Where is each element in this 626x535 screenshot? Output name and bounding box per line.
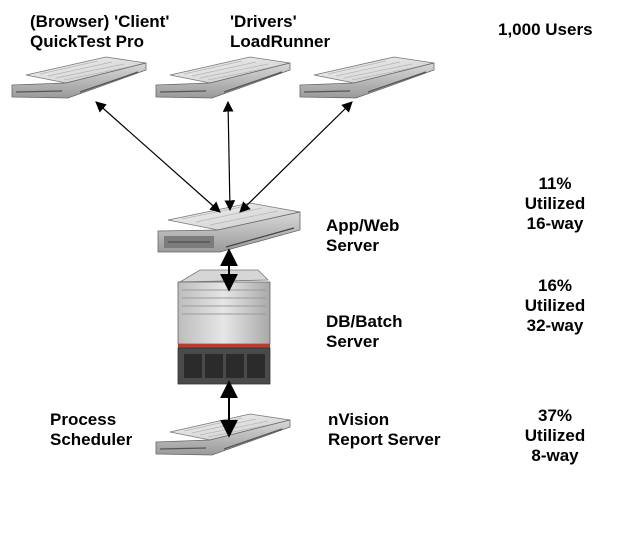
report-cores: 8-way [531, 446, 579, 465]
db-batch-cores: 32-way [526, 316, 584, 335]
app-web-line2: Server [326, 236, 379, 255]
db-batch-utilization: 16% Utilized 32-way [510, 276, 600, 336]
report-util-pct: 37% [537, 406, 573, 425]
connection-arrows [95, 100, 353, 438]
arrow-client3-appweb [239, 101, 353, 213]
nvision-line1: nVision [328, 410, 390, 429]
client-server-2-icon [155, 56, 291, 99]
arrow-client2-appweb [222, 100, 236, 212]
report-server-icon [155, 413, 291, 456]
app-web-cores: 16-way [526, 214, 584, 233]
app-web-util-word: Utilized [524, 194, 586, 213]
db-batch-server-icon [177, 269, 271, 385]
drivers-line1: 'Drivers' [230, 12, 297, 31]
nvision-report-server-label: nVision Report Server [328, 410, 440, 450]
app-web-server-icon [157, 202, 301, 253]
drivers-line2: LoadRunner [230, 32, 331, 51]
app-web-line1: App/Web [326, 216, 400, 235]
client-server-1-icon [11, 56, 147, 99]
db-batch-util-word: Utilized [524, 296, 586, 315]
app-web-util-pct: 11% [538, 174, 572, 193]
browser-client-line1: (Browser) 'Client' [30, 12, 170, 31]
users-label: 1,000 Users [498, 20, 593, 39]
db-batch-util-pct: 16% [537, 276, 573, 295]
report-server-utilization: 37% Utilized 8-way [510, 406, 600, 466]
process-scheduler-line1: Process [50, 410, 117, 429]
process-scheduler-line2: Scheduler [50, 430, 133, 449]
browser-client-label: (Browser) 'Client' QuickTest Pro [30, 12, 169, 52]
app-web-utilization: 11% Utilized 16-way [510, 174, 600, 234]
report-util-word: Utilized [524, 426, 586, 445]
db-batch-line2: Server [326, 332, 379, 351]
process-scheduler-label: Process Scheduler [50, 410, 132, 450]
db-batch-server-label: DB/Batch Server [326, 312, 403, 352]
db-batch-line1: DB/Batch [326, 312, 403, 331]
nvision-line2: Report Server [328, 430, 441, 449]
client-server-3-icon [299, 56, 435, 99]
app-web-server-label: App/Web Server [326, 216, 399, 256]
browser-client-line2: QuickTest Pro [30, 32, 144, 51]
arrow-client1-appweb [95, 101, 221, 213]
drivers-label: 'Drivers' LoadRunner [230, 12, 330, 52]
